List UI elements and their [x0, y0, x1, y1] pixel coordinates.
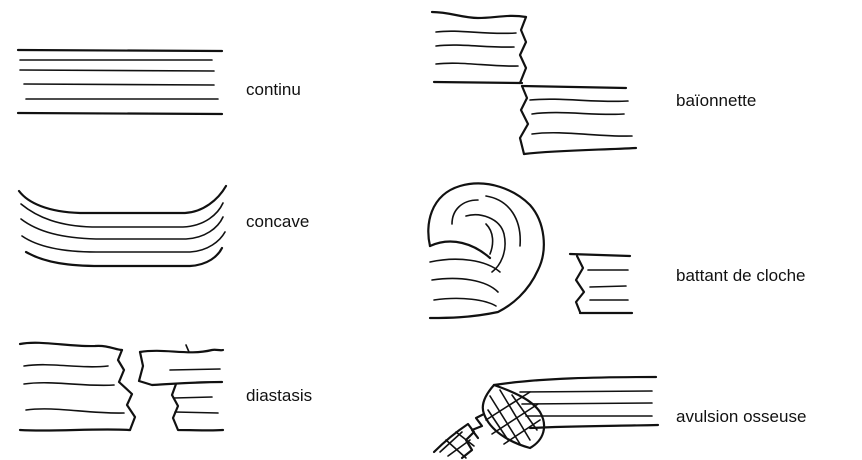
diastasis-sketch	[20, 343, 223, 431]
baionnette-label: baïonnette	[676, 91, 756, 110]
battant-label: battant de cloche	[676, 266, 805, 285]
continu-sketch	[18, 50, 222, 114]
diastasis-label: diastasis	[246, 386, 312, 405]
concave-label: concave	[246, 212, 309, 231]
avulsion-sketch	[434, 377, 658, 458]
baionnette-sketch	[432, 12, 636, 154]
concave-sketch	[19, 186, 226, 266]
battant-sketch	[428, 183, 632, 318]
avulsion-label: avulsion osseuse	[676, 407, 806, 426]
continu-label: continu	[246, 80, 301, 99]
